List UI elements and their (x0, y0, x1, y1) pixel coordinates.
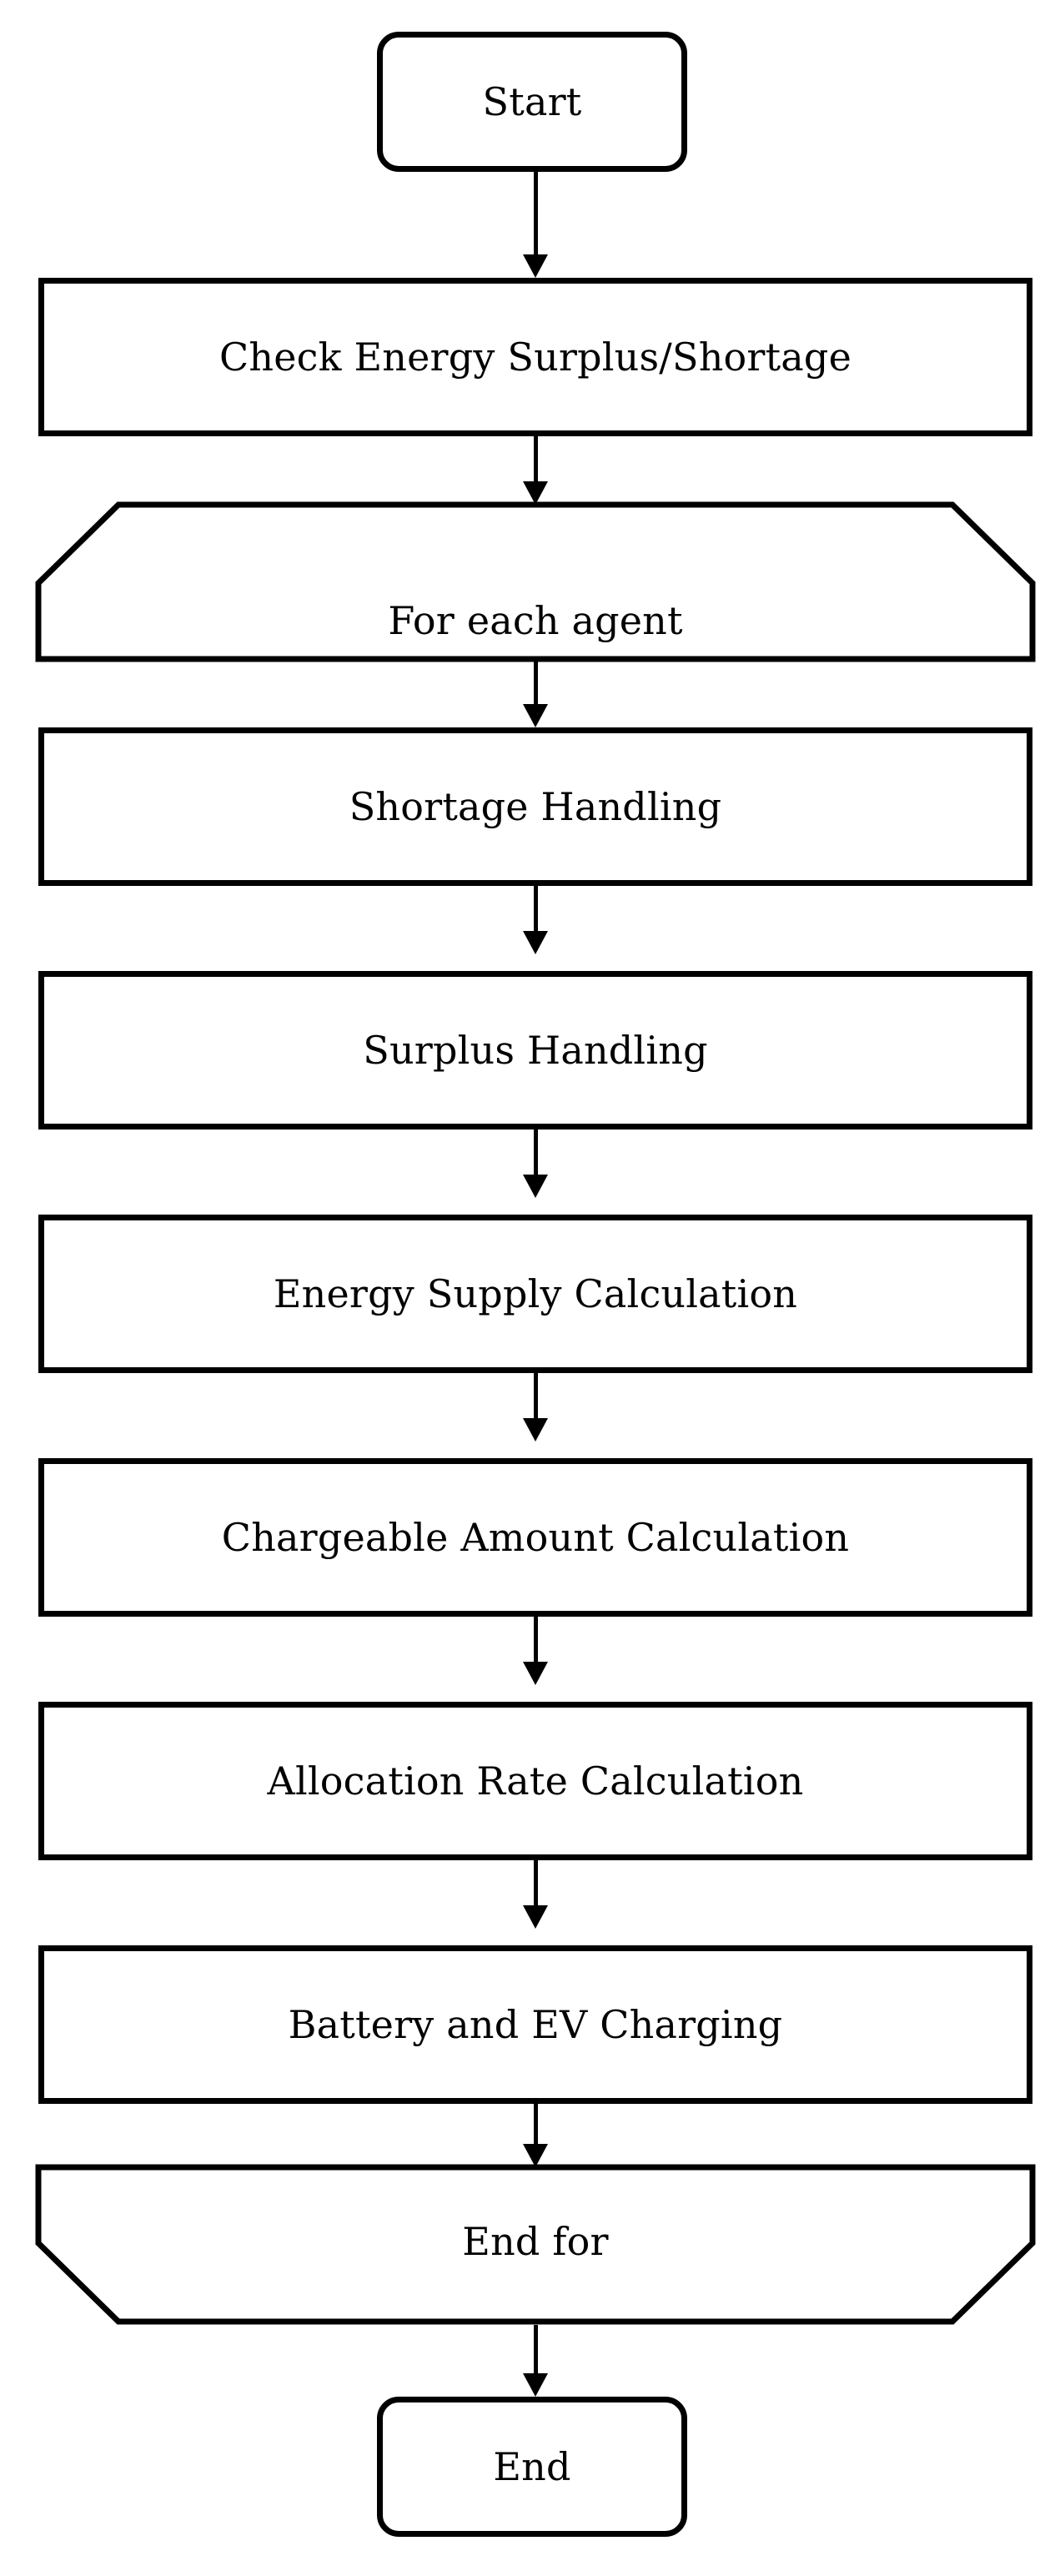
node-for-each-label: For each agent (388, 598, 683, 643)
connector-shaft (534, 659, 538, 707)
connector-foreach-to-shortage (523, 659, 548, 727)
connector-check-to-foreach (523, 436, 548, 505)
arrowhead-icon (523, 1175, 548, 1198)
connector-supply-to-chargeable (523, 1373, 548, 1441)
connector-shaft (534, 1130, 538, 1178)
node-end[interactable]: End (377, 2397, 687, 2537)
arrowhead-icon (523, 704, 548, 727)
arrowhead-icon (523, 2373, 548, 2397)
node-shortage-label: Shortage Handling (349, 784, 722, 829)
node-start[interactable]: Start (377, 32, 687, 172)
loop-start-shape (35, 501, 1036, 662)
arrowhead-icon (523, 481, 548, 505)
node-surplus-label: Surplus Handling (363, 1028, 708, 1073)
connector-start-to-check (523, 172, 548, 278)
arrowhead-icon (523, 1662, 548, 1685)
node-supply-label: Energy Supply Calculation (273, 1271, 798, 1316)
connector-shaft (534, 1373, 538, 1421)
node-for-each-agent[interactable]: For each agent (35, 501, 1036, 662)
connector-shaft (534, 436, 538, 485)
connector-shaft (534, 2104, 538, 2147)
node-allocation-label: Allocation Rate Calculation (267, 1758, 804, 1804)
node-charging-label: Battery and EV Charging (288, 2002, 783, 2047)
connector-endfor-to-end (523, 2325, 548, 2397)
arrowhead-icon (523, 254, 548, 278)
node-surplus-handling[interactable]: Surplus Handling (38, 971, 1032, 1130)
node-chargeable-amount-calculation[interactable]: Chargeable Amount Calculation (38, 1458, 1032, 1617)
connector-allocation-to-charging (523, 1860, 548, 1929)
connector-shaft (534, 172, 538, 258)
node-end-for-label: End for (462, 2219, 609, 2264)
node-battery-and-ev-charging[interactable]: Battery and EV Charging (38, 1945, 1032, 2104)
arrowhead-icon (523, 2144, 548, 2167)
arrowhead-icon (523, 1418, 548, 1441)
connector-charging-to-endfor (523, 2104, 548, 2167)
node-allocation-rate-calculation[interactable]: Allocation Rate Calculation (38, 1702, 1032, 1860)
node-energy-supply-calculation[interactable]: Energy Supply Calculation (38, 1215, 1032, 1373)
node-start-label: Start (482, 79, 582, 124)
connector-shaft (534, 886, 538, 934)
connector-surplus-to-supply (523, 1130, 548, 1198)
connector-shaft (534, 2325, 538, 2377)
connector-chargeable-to-allocation (523, 1617, 548, 1685)
node-shortage-handling[interactable]: Shortage Handling (38, 727, 1032, 886)
connector-shortage-to-surplus (523, 886, 548, 954)
node-check-label: Check Energy Surplus/Shortage (219, 335, 852, 380)
arrowhead-icon (523, 931, 548, 954)
node-end-label: End (493, 2444, 571, 2489)
node-end-for[interactable]: End for (35, 2164, 1036, 2325)
arrowhead-icon (523, 1905, 548, 1929)
connector-shaft (534, 1860, 538, 1909)
node-check-energy-surplus-shortage[interactable]: Check Energy Surplus/Shortage (38, 278, 1032, 436)
node-chargeable-label: Chargeable Amount Calculation (221, 1515, 850, 1560)
connector-shaft (534, 1617, 538, 1665)
loop-end-shape (35, 2164, 1036, 2325)
